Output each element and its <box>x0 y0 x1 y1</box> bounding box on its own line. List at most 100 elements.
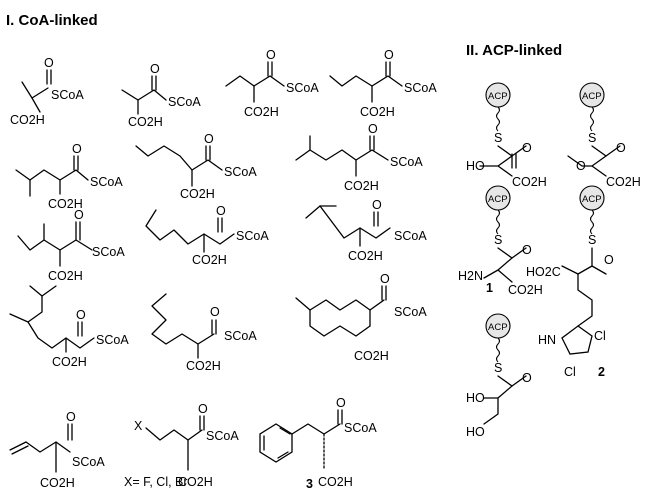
heading-coa-linked: I. CoA-linked <box>6 12 98 29</box>
svg-text:O: O <box>76 308 86 322</box>
svg-text:CO2H: CO2H <box>318 475 353 489</box>
svg-text:ACP: ACP <box>582 91 602 102</box>
svg-text:O: O <box>604 253 614 267</box>
compound-3-benzylmalonyl-coa: O SCoA 3 CO2H <box>259 396 377 491</box>
svg-text:CO2H: CO2H <box>52 355 87 369</box>
isooctylmalonyl-coa: O SCoA CO2H <box>9 285 129 369</box>
svg-text:O: O <box>380 272 390 286</box>
svg-text:CO2H: CO2H <box>606 175 641 189</box>
svg-text:HO: HO <box>466 159 485 173</box>
svg-text:HO2C: HO2C <box>526 265 561 279</box>
svg-text:SCoA: SCoA <box>286 81 319 95</box>
svg-text:O: O <box>150 62 160 76</box>
svg-text:O: O <box>384 48 394 62</box>
svg-text:CO2H: CO2H <box>360 105 395 119</box>
compound-number-1: 1 <box>486 281 493 295</box>
svg-text:O: O <box>216 204 226 218</box>
hydroxymalonyl-acp: ACP S O HO CO2H <box>466 82 547 189</box>
svg-text:H2N: H2N <box>458 269 483 283</box>
svg-text:SCoA: SCoA <box>224 329 257 343</box>
isoheptylmalonyl-coa: O SCoA CO2H <box>305 198 427 263</box>
compound-number-2: 2 <box>598 365 605 379</box>
svg-text:CO2H: CO2H <box>128 115 163 129</box>
svg-text:HO: HO <box>466 425 485 439</box>
svg-text:CO2H: CO2H <box>508 283 543 297</box>
svg-text:O: O <box>522 371 532 385</box>
svg-text:ACP: ACP <box>488 91 508 102</box>
svg-text:O: O <box>44 56 54 70</box>
svg-text:O: O <box>74 208 84 222</box>
butylmalonyl-coa: O SCoA CO2H <box>135 132 257 201</box>
svg-text:O: O <box>210 305 220 319</box>
svg-text:CO2H: CO2H <box>354 349 389 363</box>
svg-text:CO2H: CO2H <box>40 476 75 490</box>
svg-text:SCoA: SCoA <box>206 429 239 443</box>
svg-text:SCoA: SCoA <box>96 333 129 347</box>
svg-text:CO2H: CO2H <box>192 253 227 267</box>
svg-text:ACP: ACP <box>582 194 602 205</box>
svg-text:SCoA: SCoA <box>236 229 269 243</box>
methoxymalonyl-acp: ACP S O O CO2H <box>567 82 641 189</box>
svg-text:CO2H: CO2H <box>48 269 83 283</box>
svg-text:ACP: ACP <box>488 322 508 333</box>
svg-text:S: S <box>588 233 596 247</box>
svg-text:O: O <box>372 198 382 212</box>
svg-text:SCoA: SCoA <box>394 305 427 319</box>
methylbutylmalonyl-coa: O SCoA CO2H <box>17 208 125 283</box>
ethylhexylmalonyl-coa: O SCoA CO2H <box>295 272 427 363</box>
svg-text:SCoA: SCoA <box>394 229 427 243</box>
svg-text:O: O <box>204 132 214 146</box>
hexylmalonyl-coa: O SCoA CO2H <box>145 204 269 267</box>
svg-text:CO2H: CO2H <box>344 179 379 193</box>
compound-number-3: 3 <box>306 477 313 491</box>
svg-text:O: O <box>576 159 586 173</box>
svg-text:Cl: Cl <box>564 365 576 379</box>
svg-text:CO2H: CO2H <box>178 475 213 489</box>
propylmalonyl-coa: O SCoA CO2H <box>329 48 437 119</box>
halogen-note: X= F, Cl, Br <box>124 475 188 489</box>
svg-text:SCoA: SCoA <box>168 95 201 109</box>
svg-text:CO2H: CO2H <box>180 187 215 201</box>
svg-text:O: O <box>368 122 378 136</box>
svg-text:S: S <box>494 131 502 145</box>
glyceryl-acp: ACP S O HO HO <box>466 313 532 439</box>
svg-text:HN: HN <box>538 333 556 347</box>
svg-text:CO2H: CO2H <box>186 359 221 373</box>
svg-text:O: O <box>266 48 276 62</box>
svg-text:S: S <box>588 131 596 145</box>
heading-acp-linked: II. ACP-linked <box>466 42 562 59</box>
svg-text:X: X <box>134 419 143 433</box>
svg-text:SCoA: SCoA <box>72 455 105 469</box>
svg-text:CO2H: CO2H <box>512 175 547 189</box>
ethylmalonyl-coa: O SCoA CO2H <box>225 48 319 119</box>
svg-text:SCoA: SCoA <box>390 155 423 169</box>
svg-text:O: O <box>336 396 346 410</box>
svg-text:SCoA: SCoA <box>344 421 377 435</box>
isopentylmalonyl-coa: O SCoA CO2H <box>295 122 423 193</box>
svg-text:CO2H: CO2H <box>244 105 279 119</box>
svg-text:SCoA: SCoA <box>224 165 257 179</box>
haloethylmalonyl-coa: X O SCoA X= F, Cl, Br CO2H <box>124 402 239 489</box>
svg-text:HO: HO <box>466 391 485 405</box>
svg-text:O: O <box>72 142 82 156</box>
svg-text:CO2H: CO2H <box>48 197 83 211</box>
svg-text:CO2H: CO2H <box>10 113 45 127</box>
compound-1-aminomalonyl-acp: ACP S O H2N 1 CO2H <box>458 185 543 297</box>
isobutylmalonyl-coa: O SCoA CO2H <box>15 142 123 211</box>
svg-text:Cl: Cl <box>594 329 606 343</box>
compound-2-dichloropyrrolyl-acp: ACP S O HO2C HN Cl Cl 2 <box>526 185 614 379</box>
svg-text:O: O <box>66 410 76 424</box>
svg-text:O: O <box>522 141 532 155</box>
svg-text:SCoA: SCoA <box>51 88 84 102</box>
octylmalonyl-coa: O SCoA CO2H <box>151 293 257 373</box>
svg-text:SCoA: SCoA <box>92 245 125 259</box>
methylmalonyl-coa: O SCoA CO2H <box>121 62 201 129</box>
svg-text:SCoA: SCoA <box>90 175 123 189</box>
svg-text:S: S <box>494 233 502 247</box>
svg-text:ACP: ACP <box>488 194 508 205</box>
malonyl-coa: O SCoA CO2H <box>10 56 84 127</box>
svg-text:O: O <box>522 243 532 257</box>
allylmalonyl-coa: O SCoA CO2H <box>9 410 105 490</box>
svg-text:O: O <box>198 402 208 416</box>
